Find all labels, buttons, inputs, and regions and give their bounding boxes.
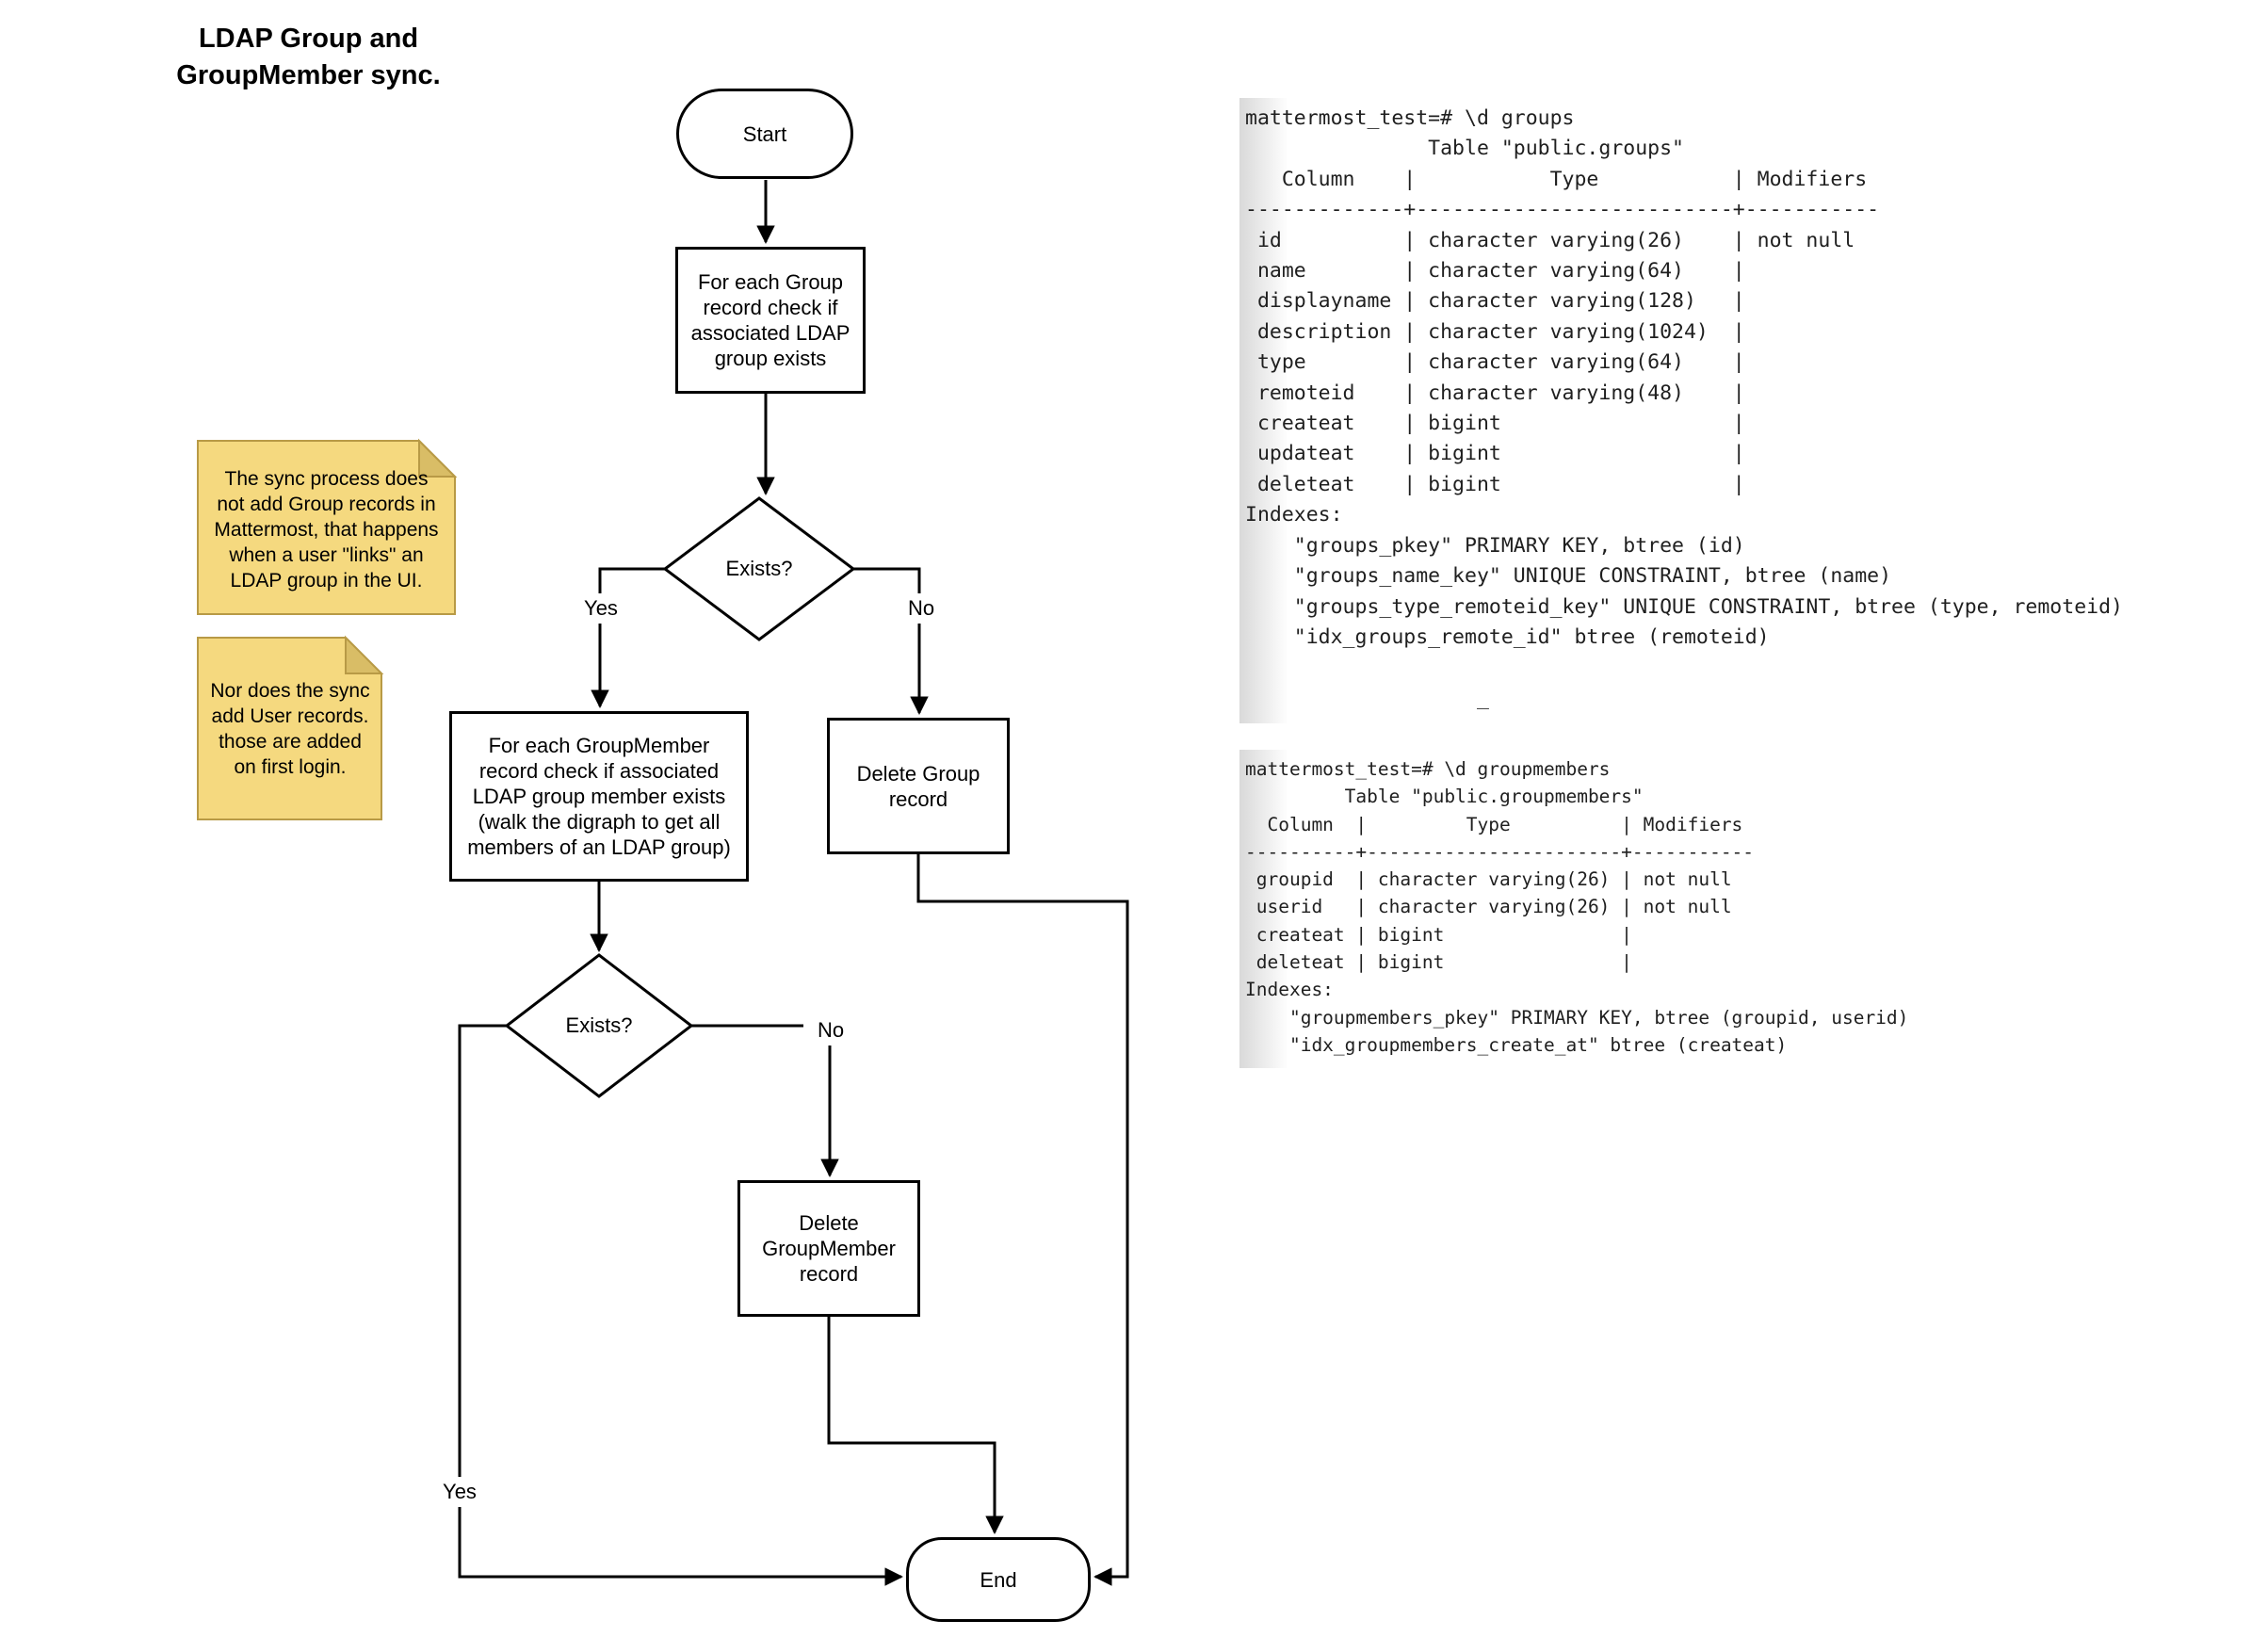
sticky-note-2-fold	[345, 635, 384, 674]
sticky-note-2-text: Nor does the sync add User records. thos…	[210, 680, 370, 778]
sticky-note-1-fold	[418, 438, 458, 478]
branch-label-no-2: No	[803, 1015, 858, 1045]
start-node: Start	[676, 89, 853, 179]
connector-delgm-to-end	[827, 1317, 1004, 1534]
process-groupmember-check-node: For each GroupMember record check if ass…	[449, 711, 749, 882]
psql-output-groupmembers-table: mattermost_test=# \d groupmembers Table …	[1239, 750, 1922, 1069]
branch-label-no-1: No	[894, 593, 948, 624]
page-title: LDAP Group and GroupMember sync.	[176, 24, 441, 90]
end-node: End	[906, 1537, 1091, 1622]
delete-groupmember-label: Delete GroupMember record	[762, 1211, 896, 1286]
connector-exists2-no	[691, 1024, 839, 1177]
sticky-note-2-shape	[197, 637, 382, 820]
start-node-label: Start	[742, 122, 787, 146]
decision-group-exists-shape	[662, 496, 856, 641]
psql-output-groups-table: mattermost_test=# \d groups Table "publi…	[1239, 98, 2136, 724]
decision-groupmember-exists-shape	[504, 953, 694, 1098]
connector-exists1-yes	[591, 567, 665, 708]
process-groupmember-check-label: For each GroupMember record check if ass…	[467, 734, 731, 859]
decision-groupmember-exists-label: Exists?	[565, 1013, 633, 1037]
decision-group-exists-label: Exists?	[725, 557, 793, 580]
sticky-note-1-text: The sync process does not add Group reco…	[214, 467, 439, 592]
delete-groupmember-node: Delete GroupMember record	[737, 1180, 920, 1317]
sticky-notes-shapes	[197, 438, 458, 820]
branch-label-yes-2: Yes	[430, 1477, 489, 1507]
sticky-note-1-shape	[197, 440, 456, 615]
delete-group-node: Delete Group record	[827, 718, 1010, 854]
delete-group-label: Delete Group record	[856, 761, 980, 811]
process-group-check-label: For each Group record check if associate…	[690, 270, 850, 370]
process-group-check-node: For each Group record check if associate…	[675, 247, 866, 394]
end-node-label: End	[980, 1567, 1017, 1592]
connector-delgroup-to-end	[916, 854, 1129, 1586]
connector-exists2-yes-to-end	[458, 1024, 903, 1586]
connector-exists1-no	[853, 567, 929, 715]
branch-label-yes-1: Yes	[572, 593, 630, 624]
